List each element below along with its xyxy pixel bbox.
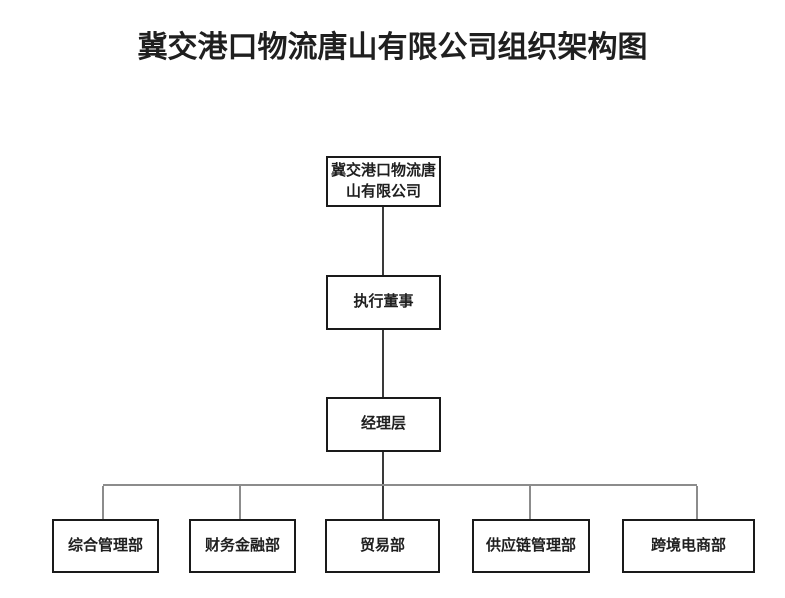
node-management: 经理层 xyxy=(326,397,441,452)
page-title: 冀交港口物流唐山有限公司组织架构图 xyxy=(137,31,648,64)
node-dept-label: 供应链管理部 xyxy=(485,537,576,554)
node-dept-cross-border-ecommerce: 跨境电商部 xyxy=(622,519,755,573)
node-company-label: 冀交港口物流唐 山有限公司 xyxy=(330,163,436,200)
node-dept-comprehensive-management: 综合管理部 xyxy=(52,519,159,573)
connector-drop-2 xyxy=(239,486,241,519)
node-dept-finance: 财务金融部 xyxy=(189,519,296,573)
connector-company-director xyxy=(382,207,384,275)
connector-drop-5 xyxy=(696,486,698,519)
node-dept-label: 综合管理部 xyxy=(67,537,143,554)
node-executive-director: 执行董事 xyxy=(326,275,441,330)
connector-drop-4 xyxy=(529,486,531,519)
connector-rail xyxy=(103,484,697,486)
node-company: 冀交港口物流唐 山有限公司 xyxy=(326,156,441,207)
node-dept-label: 贸易部 xyxy=(359,537,405,554)
node-executive-director-label: 执行董事 xyxy=(353,294,414,311)
connector-director-management xyxy=(382,330,384,397)
node-dept-label: 跨境电商部 xyxy=(650,537,726,554)
node-dept-label: 财务金融部 xyxy=(204,537,280,554)
connector-drop-1 xyxy=(102,486,104,519)
node-dept-supply-chain: 供应链管理部 xyxy=(472,519,590,573)
node-dept-trade: 贸易部 xyxy=(325,519,440,573)
node-management-label: 经理层 xyxy=(360,416,406,433)
